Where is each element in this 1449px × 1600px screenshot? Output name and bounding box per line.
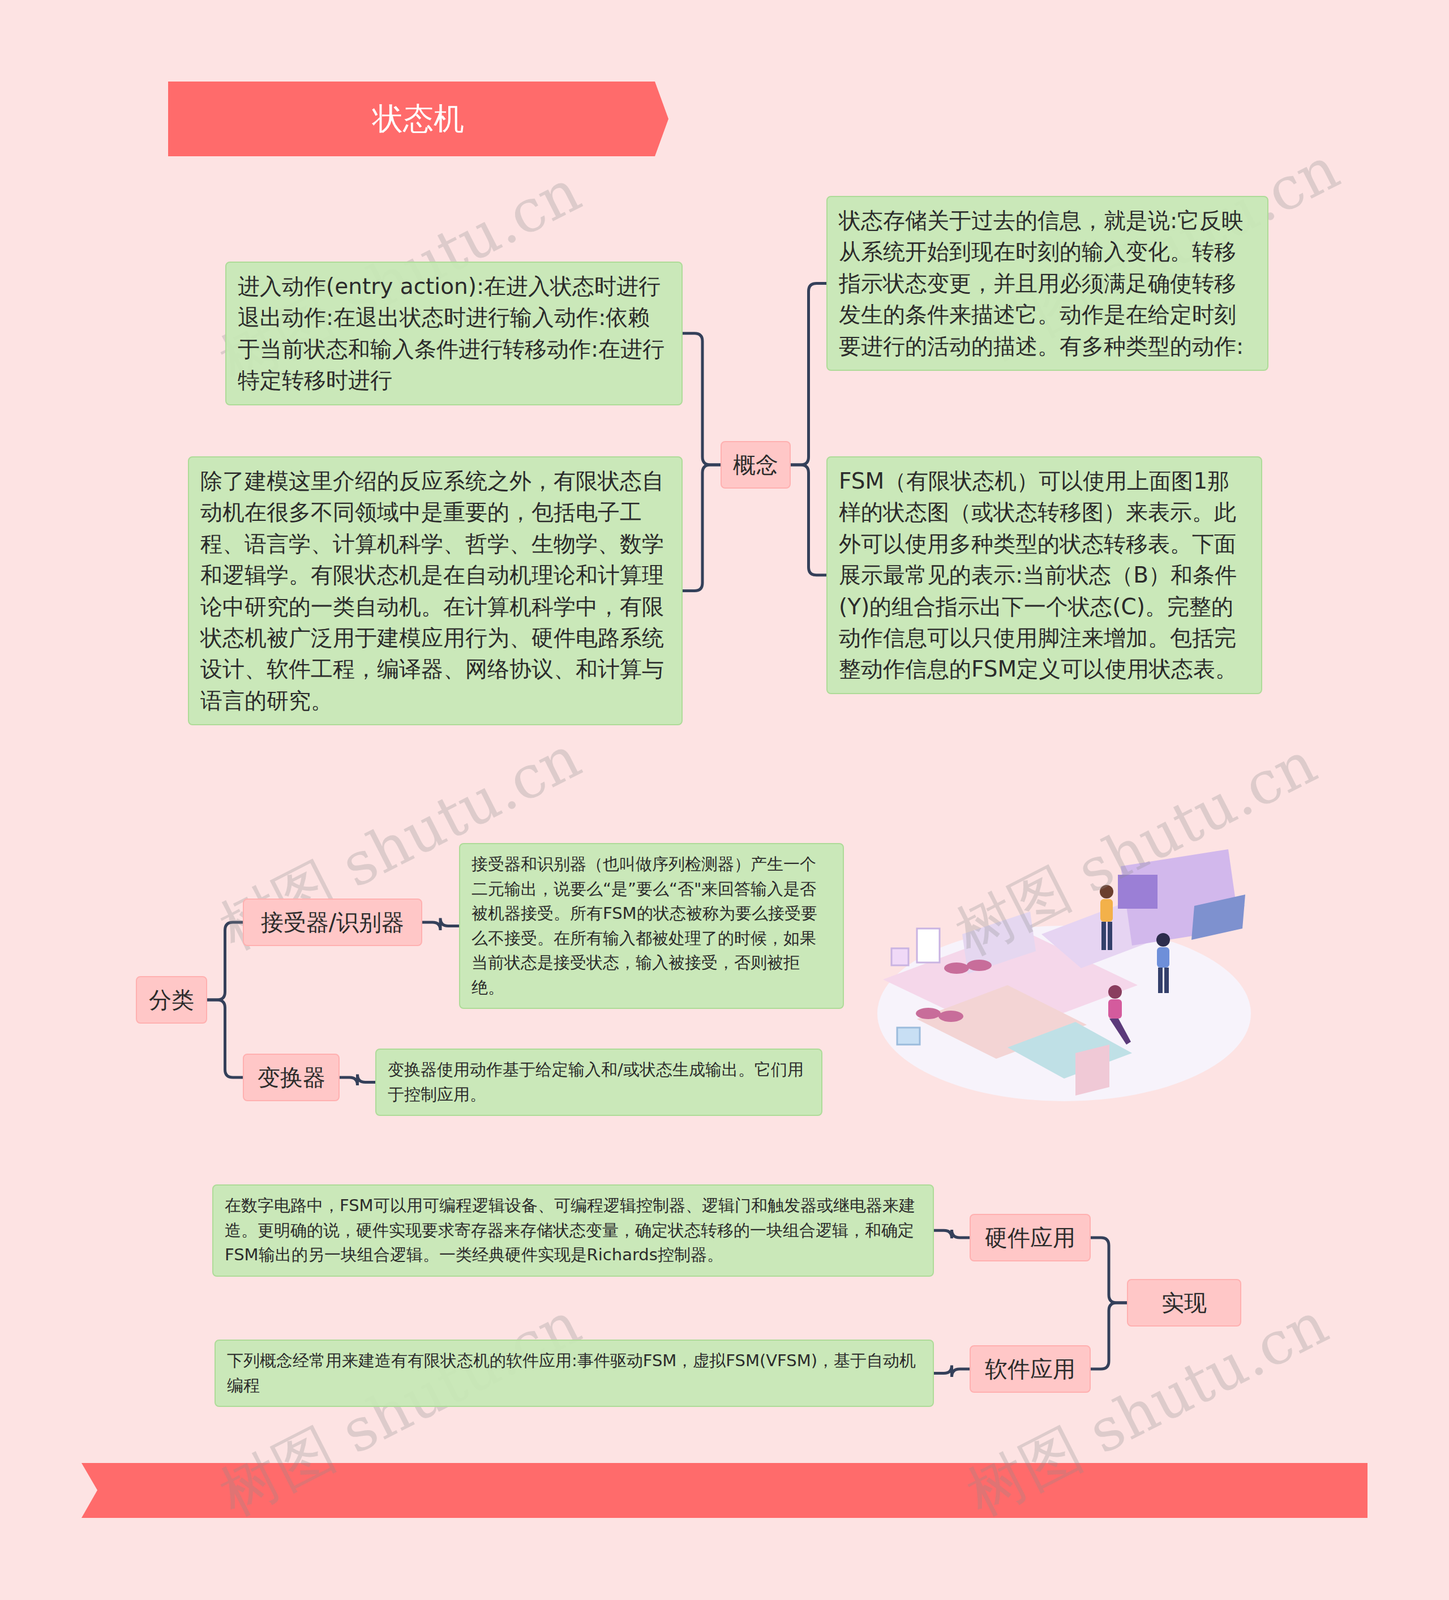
bracket-connector [682, 464, 721, 591]
node-text: 在数字电路中，FSM可以用可编程逻辑设备、可编程逻辑控制器、逻辑门和触发器或继电… [224, 1193, 922, 1268]
text-box: 变换器使用动作基于给定输入和/或状态生成输出。它们用于控制应用。 [375, 1048, 823, 1116]
text-box: 在数字电路中，FSM可以用可编程逻辑设备、可编程逻辑控制器、逻辑门和触发器或继电… [212, 1184, 934, 1277]
subtopic-box: 变换器 [242, 1053, 340, 1101]
title-band: 状态机 [168, 81, 669, 157]
text-box: 下列概念经常用来建造有有限状态机的软件应用:事件驱动FSM，虚拟FSM(VFSM… [214, 1339, 934, 1407]
bracket-connector [790, 464, 827, 576]
node-text: 变换器 [254, 1062, 329, 1092]
node-text: 接受器和识别器（也叫做序列检测器）产生一个二元输出，说要么“是”要么“否"来回答… [471, 851, 832, 1000]
node-text: 硬件应用 [980, 1222, 1080, 1253]
subtopic-box: 硬件应用 [969, 1213, 1091, 1262]
node-text: 软件应用 [980, 1353, 1080, 1384]
bracket-connector [933, 1229, 970, 1238]
node-text: 概念 [731, 449, 780, 480]
topic-box: 概念 [720, 440, 791, 489]
node-text: 除了建模这里介绍的反应系统之外，有限状态自动机在很多不同领域中是重要的，包括电子… [200, 465, 671, 717]
node-text: 进入动作(entry action):在进入状态时进行退出动作:在退出状态时进行… [237, 270, 671, 397]
bracket-connector [933, 1365, 970, 1378]
node-text: 下列概念经常用来建造有有限状态机的软件应用:事件驱动FSM，虚拟FSM(VFSM… [226, 1348, 922, 1398]
node-text: 接受器/识别器 [254, 907, 411, 937]
node-text: 实现 [1138, 1287, 1230, 1318]
node-text: FSM（有限状态机）可以使用上面图1那样的状态图（或状态转移图）来表示。此外可以… [838, 465, 1250, 685]
topic-box: 分类 [135, 975, 208, 1024]
topic-box: 实现 [1126, 1278, 1242, 1327]
node-text: 状态存储关于过去的信息，就是说:它反映从系统开始到现在时刻的输入变化。转移指示状… [838, 204, 1256, 362]
person [1108, 984, 1131, 1045]
person [1156, 932, 1170, 993]
bracket-connector [790, 283, 827, 465]
bracket-connector [682, 333, 721, 465]
text-box: 状态存储关于过去的信息，就是说:它反映从系统开始到现在时刻的输入变化。转移指示状… [826, 195, 1269, 371]
subtopic-box: 软件应用 [969, 1344, 1091, 1393]
subtopic-box: 接受器/识别器 [242, 898, 423, 946]
text-box: FSM（有限状态机）可以使用上面图1那样的状态图（或状态转移图）来表示。此外可以… [826, 456, 1263, 694]
text-box: 除了建模这里介绍的反应系统之外，有限状态自动机在很多不同领域中是重要的，包括电子… [187, 456, 683, 726]
bracket-connector [1090, 1237, 1127, 1303]
text-box: 接受器和识别器（也叫做序列检测器）产生一个二元输出，说要么“是”要么“否"来回答… [459, 842, 844, 1009]
bracket-connector [339, 1074, 376, 1086]
bracket-connector [1090, 1302, 1127, 1369]
title-text: 状态机 [372, 98, 465, 140]
node-text: 变换器使用动作基于给定输入和/或状态生成输出。它们用于控制应用。 [387, 1057, 810, 1107]
text-box: 进入动作(entry action):在进入状态时进行退出动作:在退出状态时进行… [225, 261, 683, 406]
bracket-connector [207, 999, 243, 1078]
node-text: 分类 [147, 984, 196, 1015]
bracket-connector [422, 918, 460, 931]
